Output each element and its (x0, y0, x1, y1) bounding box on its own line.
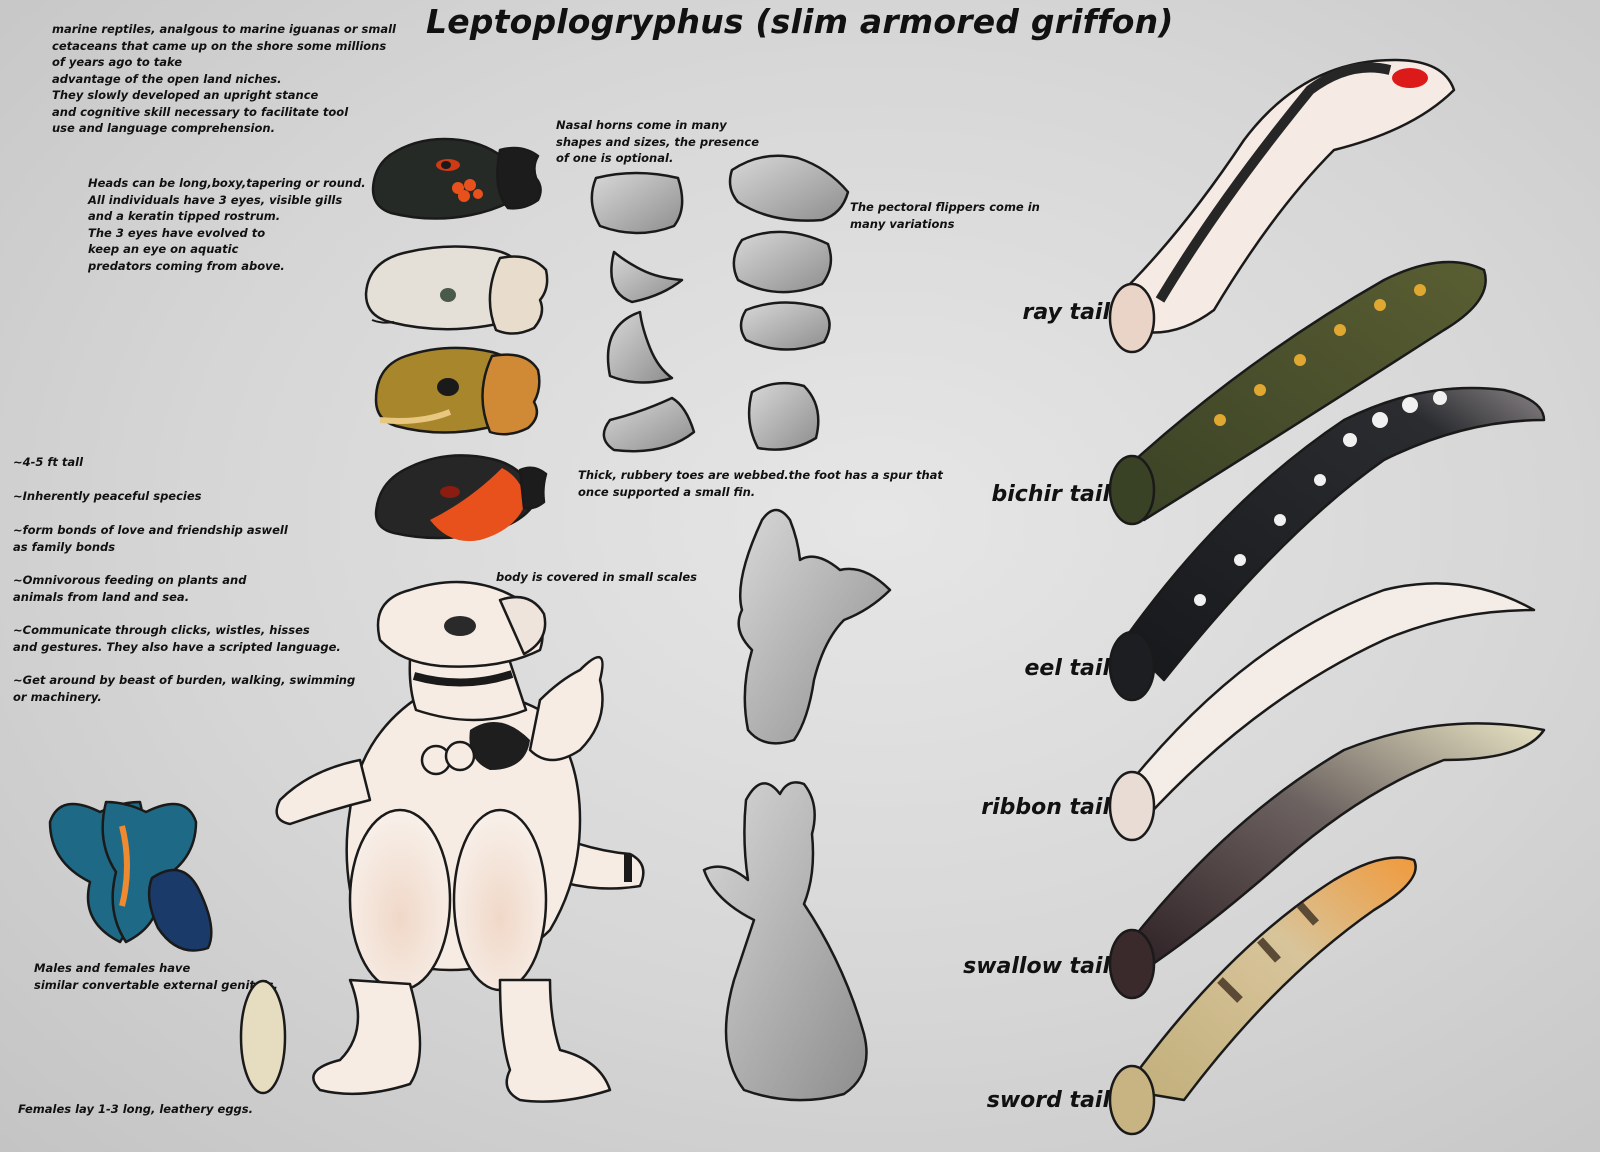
fact-peaceful: ~Inherently peaceful species (13, 489, 202, 503)
tail-ribbon (1108, 582, 1536, 842)
fact-height: ~4-5 ft tall (13, 455, 84, 469)
origin-note: marine reptiles, analgous to marine igua… (52, 22, 396, 135)
tail-sword (1108, 856, 1417, 1136)
tail-swallow (1108, 722, 1546, 1000)
nasal-horns (590, 171, 696, 453)
head-red-variant (374, 454, 548, 542)
fact-communication: ~Communicate through clicks, wistles, hi… (13, 623, 341, 654)
pectoral-flippers (728, 154, 850, 451)
tail-bichir (1108, 260, 1487, 526)
heads-note: Heads can be long,boxy,tapering or round… (88, 176, 366, 273)
foot-top-view (702, 781, 868, 1102)
egg (239, 979, 287, 1095)
tail-label-swallow: swallow tail (963, 954, 1110, 979)
nasal-horns-note: Nasal horns come in many shapes and size… (556, 118, 759, 165)
head-dark-variant (371, 137, 542, 220)
full-body-creature (275, 580, 645, 1103)
eggs-note: Females lay 1-3 long, leathery eggs. (18, 1102, 253, 1116)
genitals-illustration (48, 800, 213, 952)
foot-side-view (737, 508, 892, 745)
genitals-note: Males and females have similar convertab… (34, 961, 278, 992)
tail-eel (1108, 386, 1546, 702)
flippers-note: The pectoral flippers come in many varia… (850, 200, 1040, 231)
fact-diet: ~Omnivorous feeding on plants and animal… (13, 573, 247, 604)
tail-ray (1108, 58, 1456, 354)
sheet-title: Leptoplogryphus (slim armored griffon) (426, 2, 1174, 41)
tail-label-ray: ray tail (1022, 300, 1110, 325)
fact-bonds: ~form bonds of love and friendship aswel… (13, 523, 288, 554)
head-pale-variant (364, 245, 549, 335)
tail-label-bichir: bichir tail (991, 482, 1111, 507)
scales-note: body is covered in small scales (496, 570, 697, 584)
toes-note: Thick, rubbery toes are webbed.the foot … (578, 468, 943, 499)
tail-label-sword: sword tail (986, 1088, 1110, 1113)
head-gold-variant (374, 346, 541, 436)
fact-travel: ~Get around by beast of burden, walking,… (13, 673, 356, 704)
tail-label-eel: eel tail (1024, 656, 1111, 681)
tail-label-ribbon: ribbon tail (981, 795, 1110, 820)
